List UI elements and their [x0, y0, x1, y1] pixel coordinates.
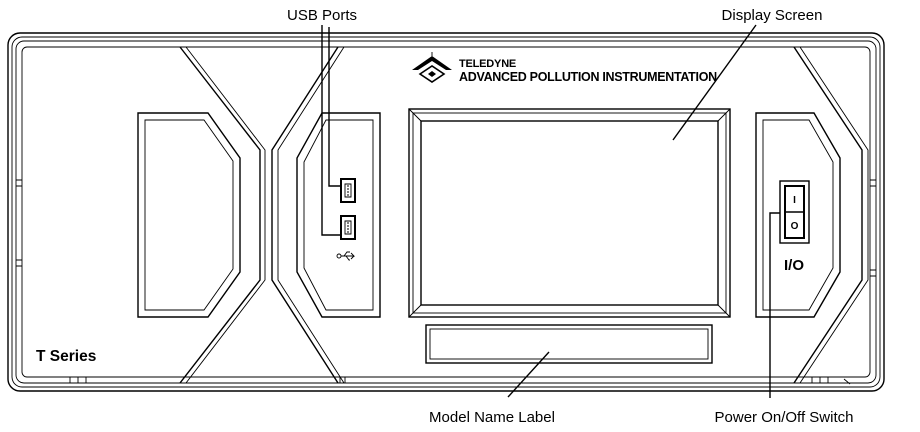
display-callout-leader: [672, 24, 757, 141]
left-facet: [137, 46, 266, 384]
power-switch[interactable]: [779, 180, 810, 244]
right-recess: [755, 112, 841, 318]
center-left-facet: [271, 46, 345, 384]
brand-line-2: ADVANCED POLLUTION INSTRUMENTATION: [459, 70, 717, 84]
chassis-outline: [7, 32, 885, 392]
model-name-label-box: [425, 324, 713, 364]
usb-port-upper[interactable]: [340, 178, 356, 203]
usb-callout-leader: [321, 25, 341, 236]
callout-usb-ports: USB Ports: [287, 7, 357, 24]
series-label: T Series: [36, 348, 96, 365]
right-facet: [793, 46, 869, 384]
usb-port-lower[interactable]: [340, 215, 356, 240]
switch-off-symbol: O: [791, 221, 799, 232]
display-screen[interactable]: [408, 108, 731, 318]
callout-display-screen: Display Screen: [722, 7, 823, 24]
callout-power-switch: Power On/Off Switch: [715, 409, 854, 426]
switch-on-symbol: I: [793, 195, 796, 206]
brand-line-1: TELEDYNE: [459, 58, 516, 70]
usb-recess: [296, 112, 381, 318]
power-callout-leader: [769, 212, 780, 398]
callout-model-name-label: Model Name Label: [429, 409, 555, 426]
switch-panel-symbol: I/O: [784, 257, 804, 274]
usb-symbol-icon: [336, 251, 356, 261]
teledyne-logo-icon: [412, 52, 452, 83]
model-label-callout-leader: [507, 351, 550, 398]
